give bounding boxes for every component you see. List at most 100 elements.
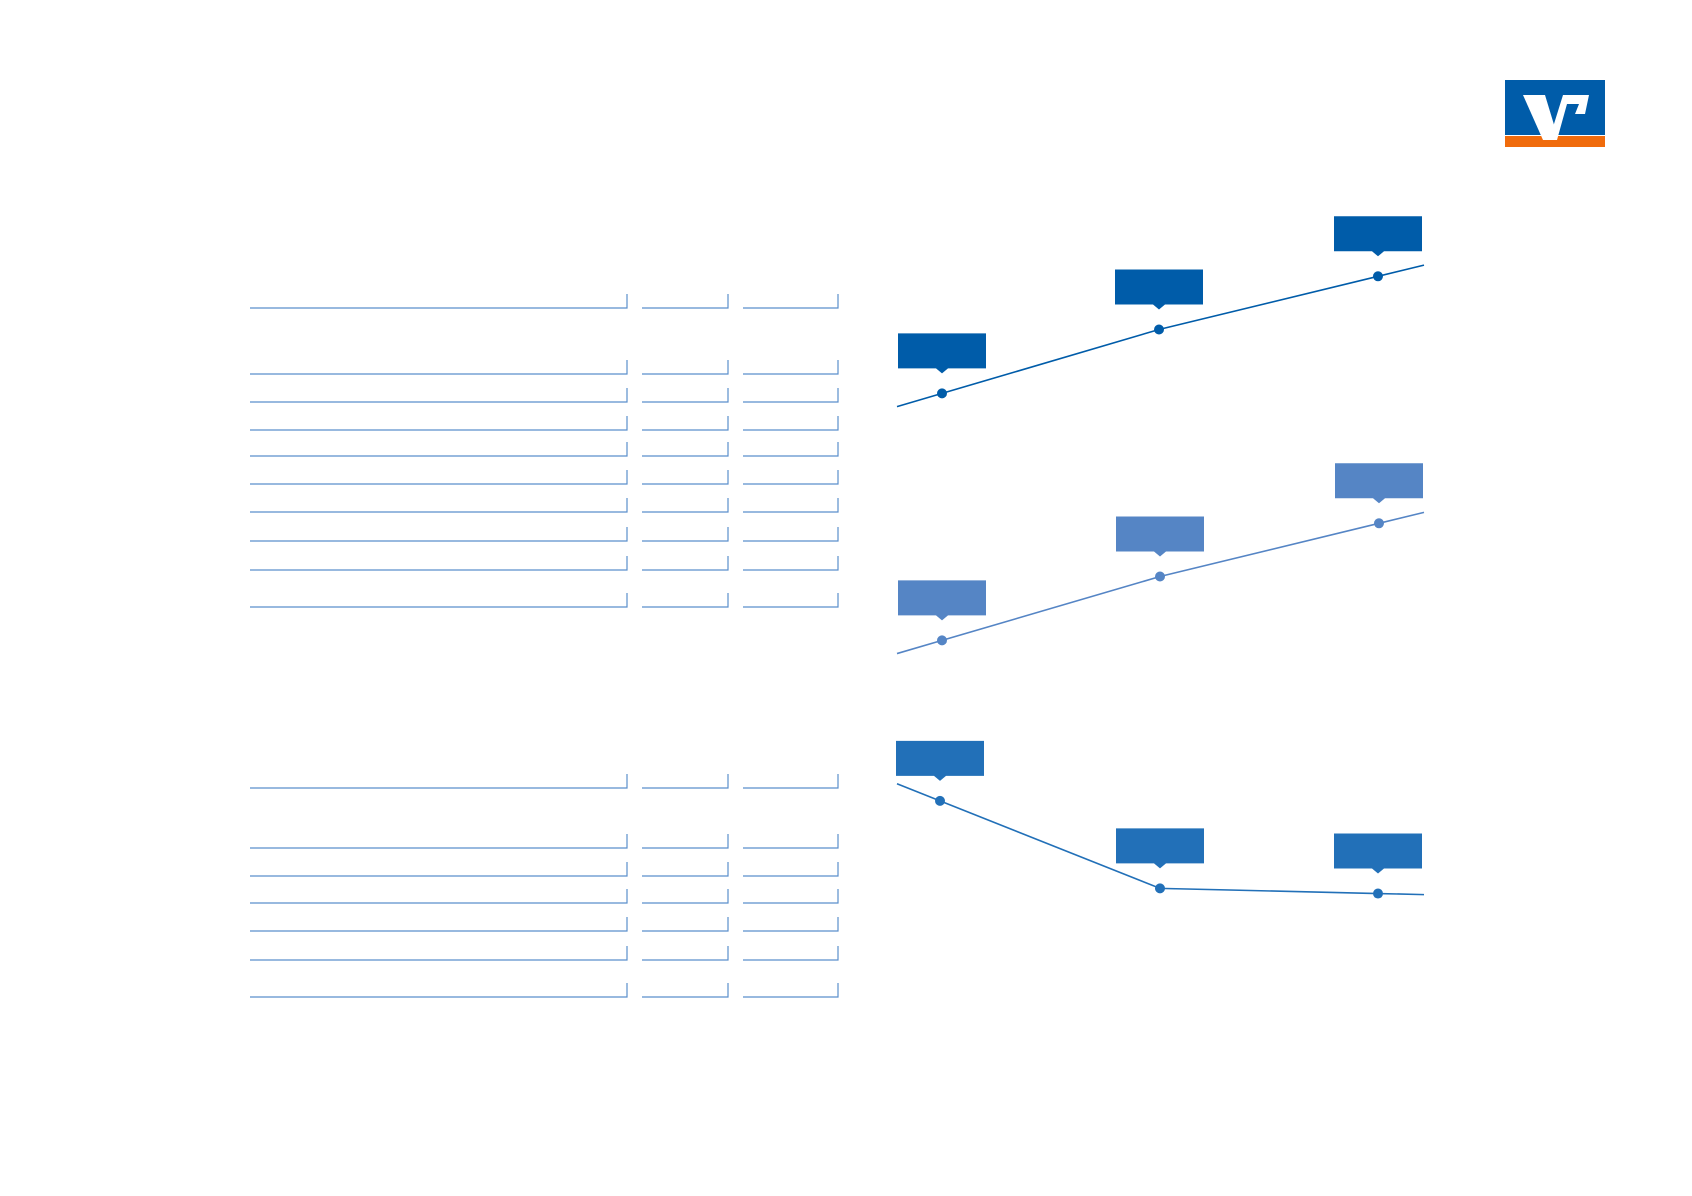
data-label-box [898, 580, 986, 621]
data-point [937, 635, 947, 646]
data-label-box [1116, 516, 1204, 557]
table-cell-line [250, 442, 628, 457]
tables-area [250, 294, 839, 998]
data-label-box [1116, 828, 1204, 869]
table-row [250, 416, 839, 431]
table-cell-line [642, 834, 729, 849]
table-cell-line [743, 388, 839, 403]
table-row [250, 889, 839, 904]
data-label-callout [1116, 516, 1204, 557]
table-cell-line [642, 416, 729, 431]
table-cell-line [743, 527, 839, 542]
table-cell-line [642, 917, 729, 932]
table-cell-line [642, 527, 729, 542]
table-cell-line [743, 416, 839, 431]
table-cell-line [743, 774, 839, 789]
data-label-box [1115, 269, 1203, 310]
data-label-box [1334, 216, 1422, 257]
table-cell-line [642, 294, 729, 309]
table-cell-line [642, 889, 729, 904]
table-cell-line [743, 360, 839, 375]
table-row [250, 834, 839, 849]
data-label-callout [1334, 216, 1422, 257]
table-cell-line [642, 442, 729, 457]
line-chart-2 [896, 463, 1425, 655]
table-cell-line [743, 889, 839, 904]
table-cell-line [250, 917, 628, 932]
table-cell-line [250, 862, 628, 877]
table-cell-line [250, 834, 628, 849]
table-row [250, 470, 839, 485]
line-chart-1 [896, 216, 1425, 408]
table-row [250, 774, 839, 789]
table-row [250, 498, 839, 513]
table-top [250, 294, 839, 608]
table-row [250, 294, 839, 309]
data-label-box [1335, 463, 1423, 504]
table-cell-line [250, 416, 628, 431]
table-row [250, 862, 839, 877]
table-cell-line [250, 294, 628, 309]
data-point [1155, 571, 1165, 582]
table-cell-line [743, 556, 839, 571]
table-cell-line [250, 946, 628, 961]
table-cell-line [642, 556, 729, 571]
table-row [250, 556, 839, 571]
logo-v-left [1523, 95, 1555, 140]
table-cell-line [250, 556, 628, 571]
table-cell-line [743, 862, 839, 877]
table-row [250, 442, 839, 457]
data-label-callout [1334, 833, 1422, 874]
table-cell-line [250, 889, 628, 904]
data-label-callout [1335, 463, 1423, 504]
line-chart-3 [896, 740, 1425, 899]
data-point [1155, 883, 1165, 894]
table-bottom [250, 774, 839, 998]
data-label-box [896, 740, 984, 781]
table-cell-line [743, 470, 839, 485]
table-cell-line [743, 498, 839, 513]
table-cell-line [743, 946, 839, 961]
table-cell-line [250, 470, 628, 485]
volksbank-raiffeisenbank-logo [1505, 80, 1605, 147]
table-cell-line [642, 498, 729, 513]
table-row [250, 917, 839, 932]
table-cell-line [743, 917, 839, 932]
table-cell-line [743, 983, 839, 998]
data-point [1373, 271, 1383, 282]
table-cell-line [743, 442, 839, 457]
table-cell-line [250, 774, 628, 789]
data-label-callout [1116, 828, 1204, 869]
data-point [1154, 324, 1164, 335]
ruled-tables [250, 294, 839, 998]
table-cell-line [642, 946, 729, 961]
table-row [250, 593, 839, 608]
table-row [250, 946, 839, 961]
data-point [937, 388, 947, 399]
table-row [250, 527, 839, 542]
table-row [250, 983, 839, 998]
data-point [1373, 888, 1383, 899]
data-label-callout [898, 580, 986, 621]
table-cell-line [642, 983, 729, 998]
data-label-callout [1115, 269, 1203, 310]
data-label-box [898, 333, 986, 374]
table-cell-line [642, 388, 729, 403]
data-point [1374, 518, 1384, 529]
table-row [250, 360, 839, 375]
table-cell-line [642, 774, 729, 789]
table-cell-line [743, 834, 839, 849]
table-cell-line [250, 498, 628, 513]
logo-r-shape [1549, 95, 1589, 140]
table-cell-line [743, 593, 839, 608]
data-point [935, 795, 945, 806]
data-label-callout [898, 333, 986, 374]
table-cell-line [743, 294, 839, 309]
table-cell-line [250, 593, 628, 608]
table-row [250, 388, 839, 403]
data-label-callout [896, 740, 984, 781]
table-cell-line [250, 527, 628, 542]
table-cell-line [642, 470, 729, 485]
logo-orange-bar [1505, 136, 1605, 147]
